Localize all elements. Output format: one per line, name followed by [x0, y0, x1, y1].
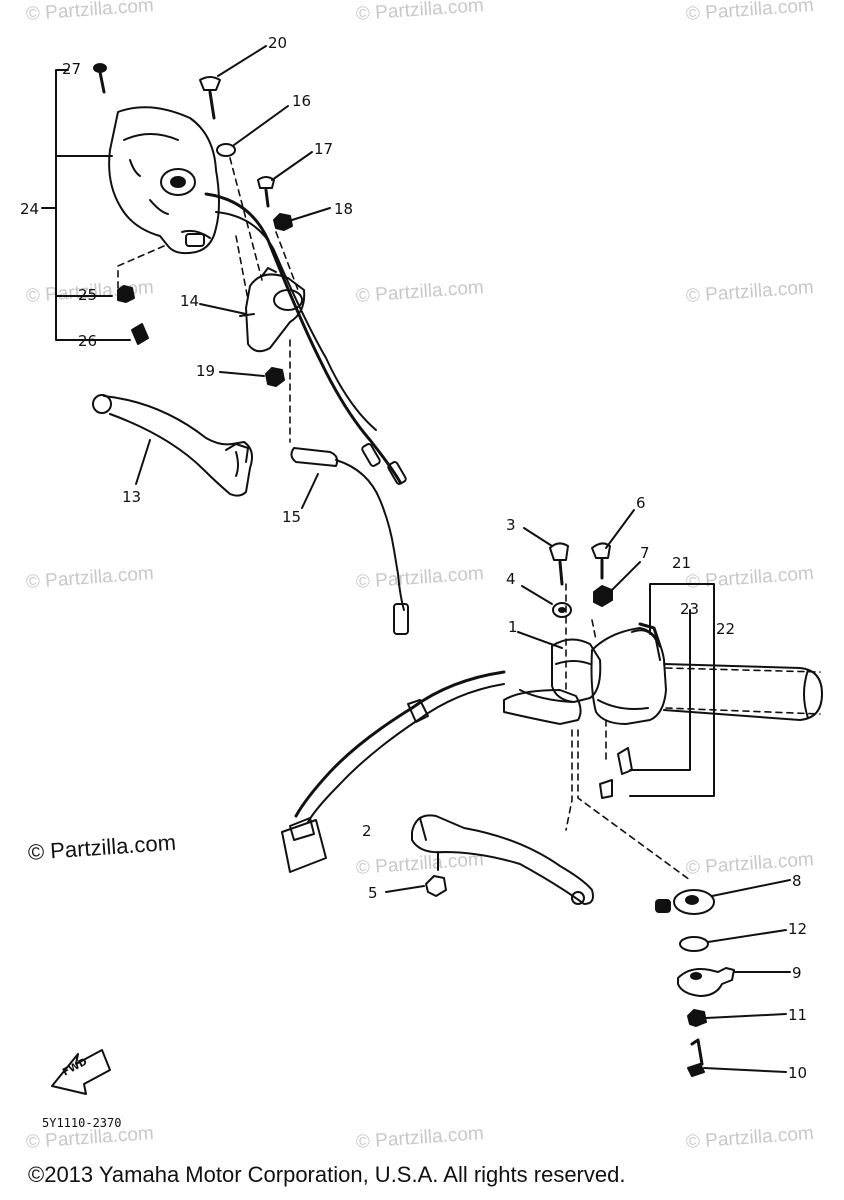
part-label-12: 12: [788, 920, 808, 938]
part-label-7: 7: [640, 544, 650, 562]
brake-connector: [281, 817, 327, 873]
part-label-23: 23: [680, 600, 700, 618]
throttle-grip: [663, 663, 823, 721]
part-label-19: 19: [196, 362, 216, 380]
part-label-26: 26: [78, 332, 98, 350]
part-label-10: 10: [788, 1064, 808, 1082]
part-label-1: 1: [508, 618, 518, 636]
part-label-18: 18: [334, 200, 354, 218]
part-label-8: 8: [792, 872, 802, 890]
part-label-9: 9: [792, 964, 802, 982]
part-label-17: 17: [314, 140, 334, 158]
part-label-15: 15: [282, 508, 302, 526]
part-label-5: 5: [368, 884, 378, 902]
part-label-25: 25: [78, 286, 98, 304]
part-label-2: 2: [362, 822, 372, 840]
part-label-13: 13: [122, 488, 142, 506]
switch-15: [290, 447, 409, 635]
part-label-27: 27: [62, 60, 82, 78]
screw-20: [199, 45, 267, 120]
clamp-14: [199, 267, 306, 353]
part-label-11: 11: [788, 1006, 808, 1024]
copyright-notice: ©2013 Yamaha Motor Corporation, U.S.A. A…: [28, 1162, 626, 1187]
drawing-code: 5Y1110-2370: [42, 1116, 122, 1130]
left-switch-housing: [108, 106, 220, 255]
part-label-16: 16: [292, 92, 312, 110]
lever-2: [411, 814, 594, 905]
master-cylinder-1: [503, 638, 602, 725]
part-label-22: 22: [716, 620, 736, 638]
part-label-3: 3: [506, 516, 516, 534]
lever-13: [92, 394, 253, 497]
part-label-21: 21: [672, 554, 692, 572]
screw-27: [93, 63, 107, 94]
throttle-parts: [655, 879, 791, 1077]
part-label-24: 24: [20, 200, 40, 218]
right-switch-housing: [590, 622, 667, 725]
fwd-arrow-icon: [51, 1049, 111, 1095]
part-label-4: 4: [506, 570, 516, 588]
part-label-20: 20: [268, 34, 288, 52]
part-label-6: 6: [636, 494, 646, 512]
part-label-14: 14: [180, 292, 200, 310]
